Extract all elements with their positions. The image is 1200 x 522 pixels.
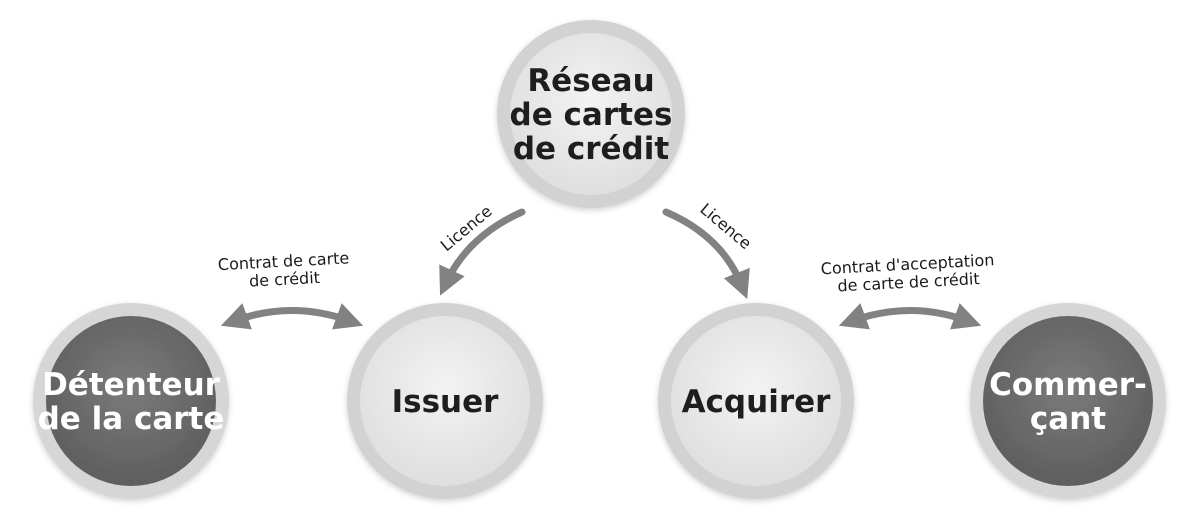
acceptance-contract-arrow [838,303,982,330]
text-line: de crédit [513,131,670,167]
node-network [497,20,685,208]
text-line: çant [1030,401,1106,437]
license-right-arrow [662,208,750,299]
text-line: Issuer [392,384,500,420]
license-left-arrow [439,208,526,296]
card-contract-label: Contrat de cartede crédit [217,248,350,292]
text-line: Acquirer [682,384,832,420]
text-line: Licence [696,199,755,253]
node-issuer [347,303,543,499]
node-acquirer [658,303,854,499]
node-merchant [970,303,1166,499]
text-line: Réseau [527,63,654,99]
text-line: de crédit [249,268,321,291]
node-acquirer-label: Acquirer [682,384,832,420]
node-issuer-label: Issuer [392,384,500,420]
license-right-label: Licence [696,199,755,253]
node-merchant-label: Commer-çant [989,367,1147,437]
text-line: de cartes [510,97,673,133]
card-contract-arrow [220,303,364,330]
node-cardholder [33,303,229,499]
text-line: de la carte [38,401,225,437]
edge-labels-layer: Licence Licence Contrat de cartede crédi… [217,199,995,296]
text-line: Détenteur [42,367,221,403]
arrows-layer [220,208,982,330]
acceptance-contract-label: Contrat d'acceptationde carte de crédit [820,250,995,296]
text-line: Commer- [989,367,1147,403]
